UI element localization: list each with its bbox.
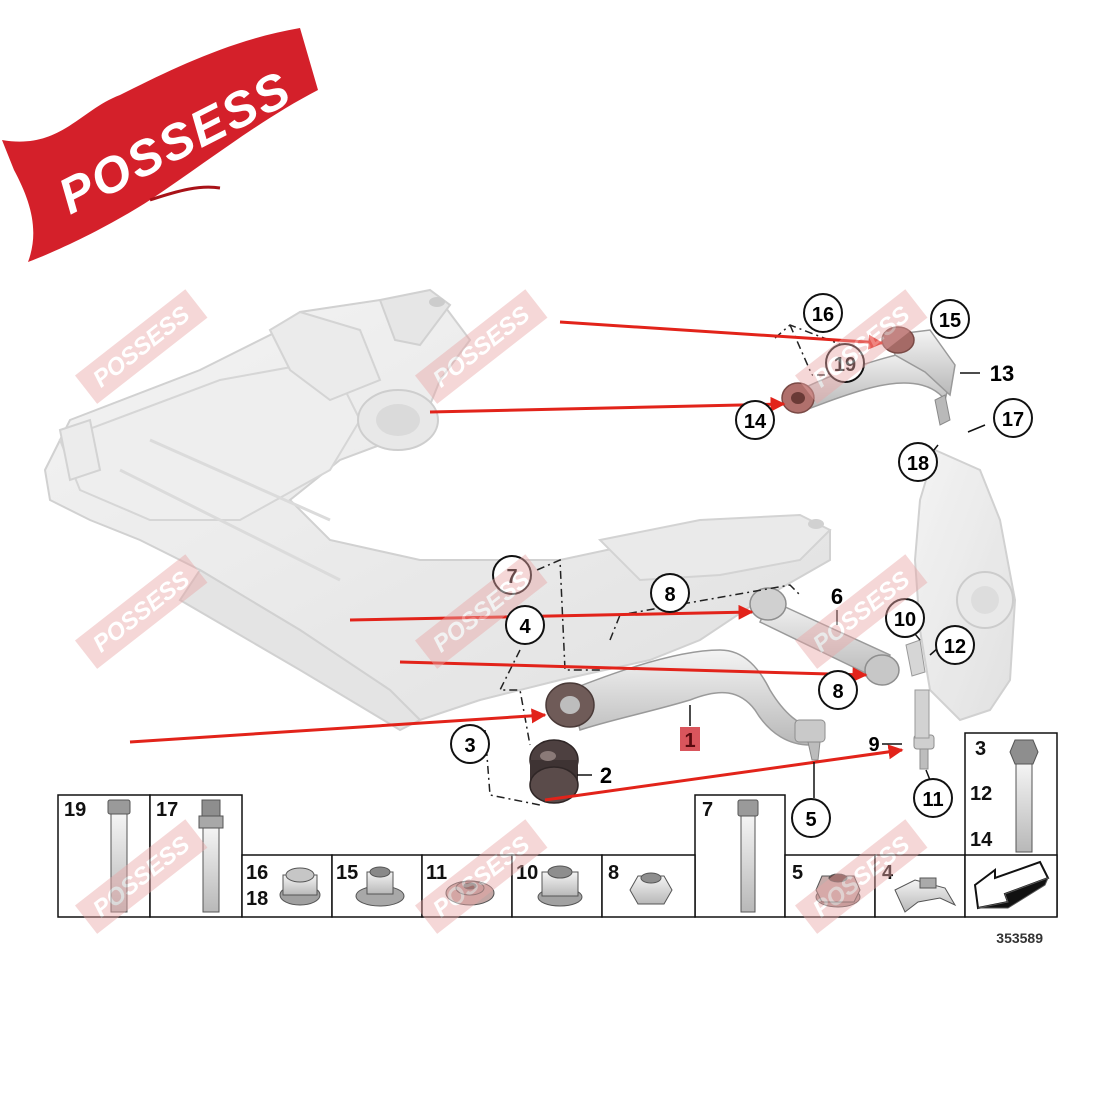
svg-text:7: 7 (702, 799, 713, 821)
reference-code: 353589 (996, 930, 1043, 946)
svg-text:17: 17 (156, 799, 178, 821)
callout-6: 6 (831, 584, 843, 625)
logo-banner (2, 28, 318, 262)
arrow-to-upper-bushing-front (559, 320, 884, 350)
hydro-bushing (529, 739, 579, 804)
callout-13: 13 (960, 361, 1014, 386)
svg-text:12: 12 (944, 636, 966, 658)
svg-text:10: 10 (516, 862, 538, 884)
fastener-icons (107, 739, 1050, 913)
svg-text:16: 16 (246, 862, 268, 884)
callout-14: 14 (735, 400, 775, 440)
svg-text:POSSESS: POSSESS (88, 566, 195, 658)
svg-text:3: 3 (464, 735, 475, 757)
callout-16: 16 (803, 293, 843, 333)
strut-bushing-inner (749, 587, 787, 621)
upper-control-arm (781, 326, 956, 426)
arrow-to-upper-bushing-rear (429, 396, 786, 414)
nut-16-18-icon (279, 867, 321, 906)
svg-text:19: 19 (834, 354, 856, 376)
callout-4: 4 (505, 605, 545, 645)
nut-11-icon (445, 880, 495, 906)
callout-18: 18 (898, 442, 939, 482)
brand-logo: POSSESS (2, 28, 318, 262)
steering-knuckle (913, 448, 1017, 722)
callout-10: 10 (885, 598, 925, 638)
svg-text:18: 18 (246, 888, 268, 910)
svg-text:13: 13 (990, 361, 1014, 386)
callout-8-lower: 8 (818, 670, 858, 710)
svg-text:9: 9 (868, 734, 879, 756)
callout-17: 17 (967, 398, 1033, 438)
arrows (129, 320, 904, 802)
strut-bushing-outer (864, 654, 900, 686)
svg-text:10: 10 (894, 609, 916, 631)
svg-text:8: 8 (664, 584, 675, 606)
stabilizer-link (913, 689, 935, 770)
svg-text:18: 18 (907, 453, 929, 475)
clip-4-icon (894, 877, 957, 913)
svg-text:2: 2 (600, 763, 612, 788)
callout-8-upper: 8 (650, 573, 690, 613)
svg-text:4: 4 (882, 862, 894, 884)
callout-5: 5 (791, 762, 831, 838)
svg-text:8: 8 (608, 862, 619, 884)
nut-15-icon (355, 866, 405, 907)
bolt-3-12-14-icon (1009, 739, 1039, 853)
callouts: 16 15 19 13 14 17 18 7 8 6 4 10 12 8 3 1… (450, 293, 1033, 838)
svg-text:12: 12 (970, 783, 992, 805)
svg-text:6: 6 (831, 584, 843, 609)
svg-text:11: 11 (426, 862, 447, 884)
arrow-to-stabilizer-link (544, 744, 904, 802)
lower-control-arm (545, 649, 826, 761)
svg-text:5: 5 (792, 862, 803, 884)
arrow-to-lower-bushing (129, 708, 547, 744)
svg-text:17: 17 (1002, 409, 1024, 431)
svg-text:7: 7 (506, 566, 517, 588)
svg-text:14: 14 (970, 829, 993, 851)
svg-text:1: 1 (684, 730, 695, 752)
parts-table-labels: 19 17 16 18 15 11 10 8 7 5 4 3 12 14 (64, 738, 993, 910)
callout-12: 12 (929, 625, 975, 665)
callout-9: 9 (868, 734, 902, 756)
bolt-19-icon (107, 799, 131, 913)
callout-2: 2 (577, 763, 612, 788)
callout-3: 3 (450, 724, 490, 764)
nut-8-icon (629, 872, 673, 905)
callout-19: 19 (825, 343, 865, 383)
callout-11: 11 (913, 769, 953, 818)
svg-text:4: 4 (519, 616, 531, 638)
svg-text:15: 15 (336, 862, 358, 884)
callout-15: 15 (930, 299, 970, 339)
bolt-17-icon (198, 799, 224, 913)
nut-5-icon (815, 873, 861, 908)
svg-text:15: 15 (939, 310, 961, 332)
svg-text:8: 8 (832, 681, 843, 703)
arrow-to-strut-inner (349, 604, 754, 622)
bolt-7-icon (737, 799, 759, 913)
svg-text:3: 3 (975, 738, 986, 760)
callout-1-highlight: 1 (680, 705, 700, 752)
svg-text:14: 14 (744, 411, 767, 433)
nut-10-icon (537, 865, 583, 907)
svg-text:5: 5 (805, 809, 816, 831)
tension-strut (749, 587, 926, 686)
svg-text:16: 16 (812, 304, 834, 326)
svg-text:19: 19 (64, 799, 86, 821)
arrow-to-strut-outer (399, 660, 868, 683)
direction-arrow-icon (973, 860, 1050, 910)
callout-7: 7 (492, 555, 532, 595)
svg-text:11: 11 (922, 789, 943, 811)
